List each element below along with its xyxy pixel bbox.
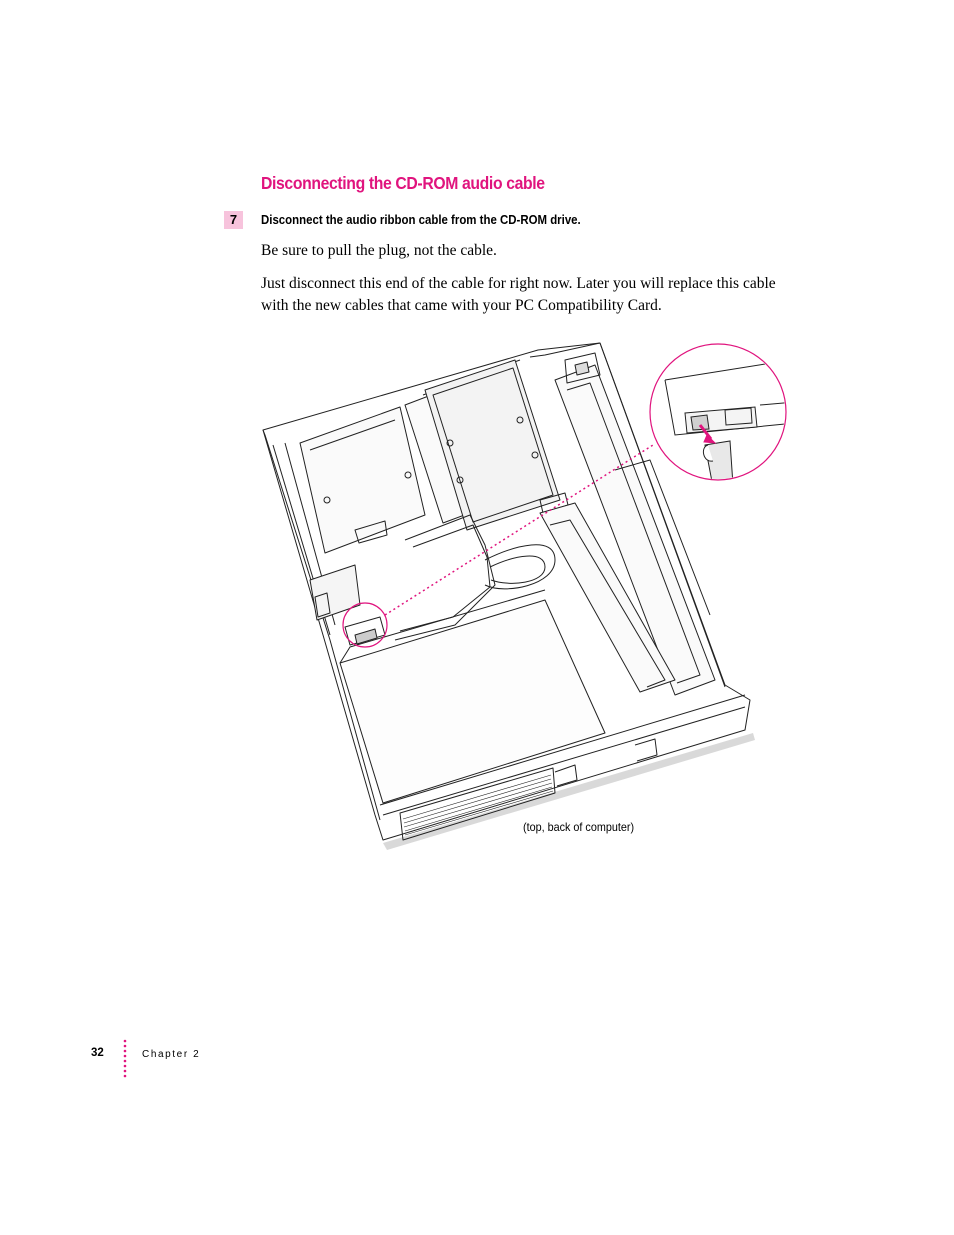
footer-dotted-divider [122, 1039, 128, 1084]
chapter-label: Chapter 2 [142, 1049, 201, 1060]
computer-illustration-svg [262, 342, 787, 850]
step-instruction: Disconnect the audio ribbon cable from t… [261, 212, 581, 227]
computer-interior-illustration [255, 335, 795, 870]
section-heading: Disconnecting the CD-ROM audio cable [261, 173, 545, 193]
step-number-badge: 7 [224, 211, 243, 229]
body-paragraph: Just disconnect this end of the cable fo… [261, 275, 776, 314]
body-paragraph: Be sure to pull the plug, not the cable. [261, 242, 497, 259]
page-number: 32 [91, 1047, 104, 1059]
figure-caption: (top, back of computer) [523, 820, 635, 834]
